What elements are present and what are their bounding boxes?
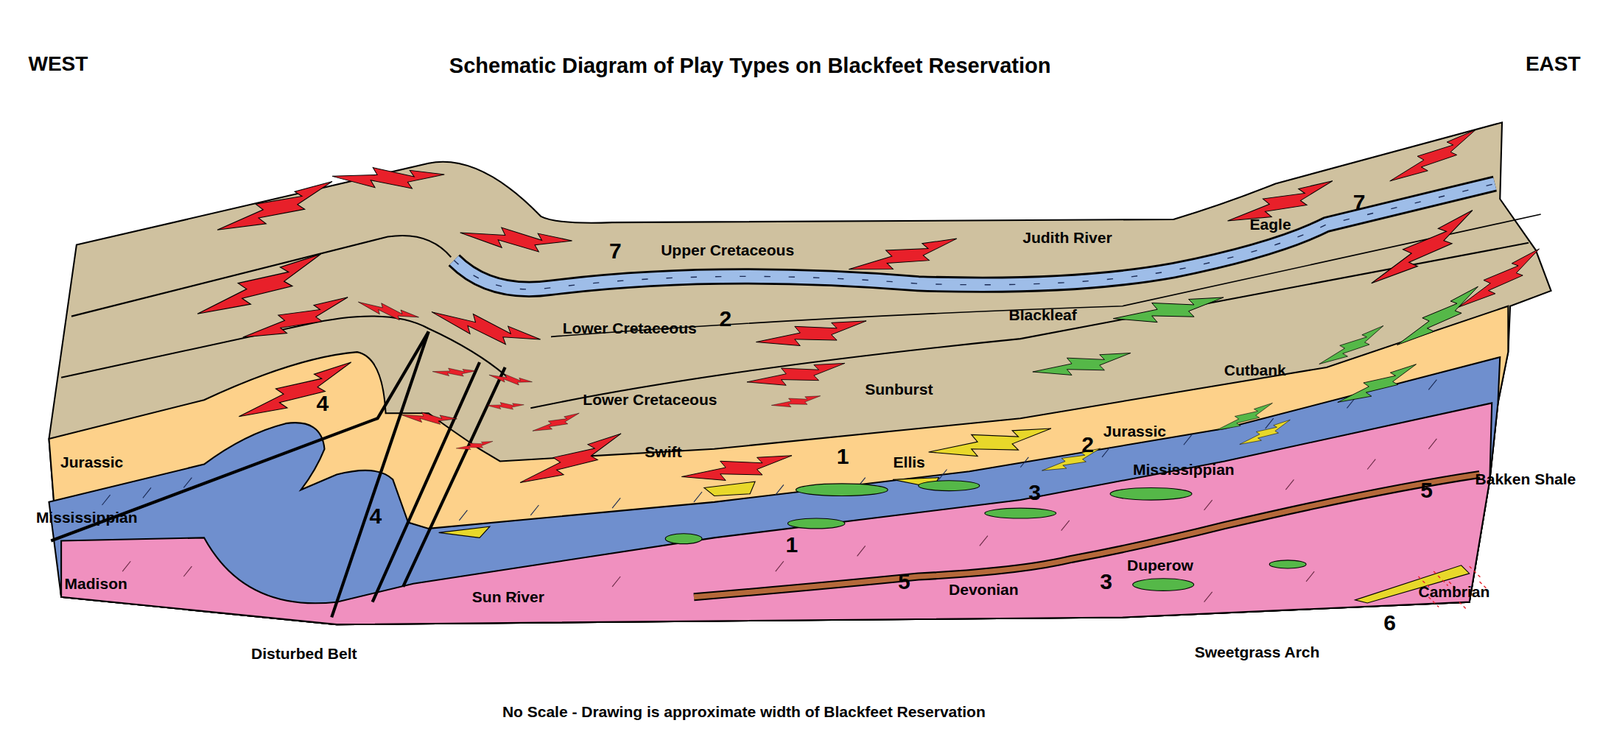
callout-number: 1 [836,444,850,469]
layer-label: Sunburst [864,381,933,399]
layer-label: Duperow [1127,556,1194,574]
callout-number: 7 [609,237,622,263]
layer-label: Judith River [1022,229,1112,247]
callout-number: 7 [1353,190,1366,215]
layer-label: Jurassic [1103,423,1167,441]
layer-label: Bakken Shale [1475,471,1577,489]
callout-number: 2 [719,306,733,331]
layer-label: Devonian [948,581,1019,599]
layer-label: Swift [644,443,682,461]
layer-label: Jurassic [60,453,124,471]
callout-number: 1 [786,531,799,557]
layer-label: Lower Cretaceous [582,391,717,409]
layer-label: Sun River [472,588,545,606]
region-label: Sweetgrass Arch [1194,643,1321,661]
callout-number: 4 [369,503,382,528]
layer-label: Eagle [1250,215,1292,233]
layer-label: Mississippian [1132,461,1235,479]
callout-number: 3 [1099,568,1113,594]
callout-number: 6 [1383,610,1396,635]
layer-label: Upper Cretaceous [660,241,795,259]
region-label: Disturbed Belt [251,646,358,663]
direction-label: WEST [28,53,89,76]
diagram-title: Schematic Diagram of Play Types on Black… [449,54,1052,79]
layer-label: Cambrian [1418,583,1490,601]
layer-label: Cutbank [1224,362,1287,380]
callout-number: 5 [1420,478,1433,503]
callout-number: 5 [897,568,911,594]
layer-label: Lower Cretaceous [562,320,697,338]
callout-number: 2 [1081,431,1094,456]
layer-label: Blackleaf [1009,307,1077,325]
callout-number: 4 [316,391,329,416]
callout-number: 3 [1028,479,1041,504]
diagram-caption: No Scale - Drawing is approximate width … [502,704,986,722]
direction-label: EAST [1525,53,1581,76]
layer-label: Mississippian [36,509,138,526]
layer-label: Ellis [893,453,926,471]
layer-label: Madison [64,575,128,593]
